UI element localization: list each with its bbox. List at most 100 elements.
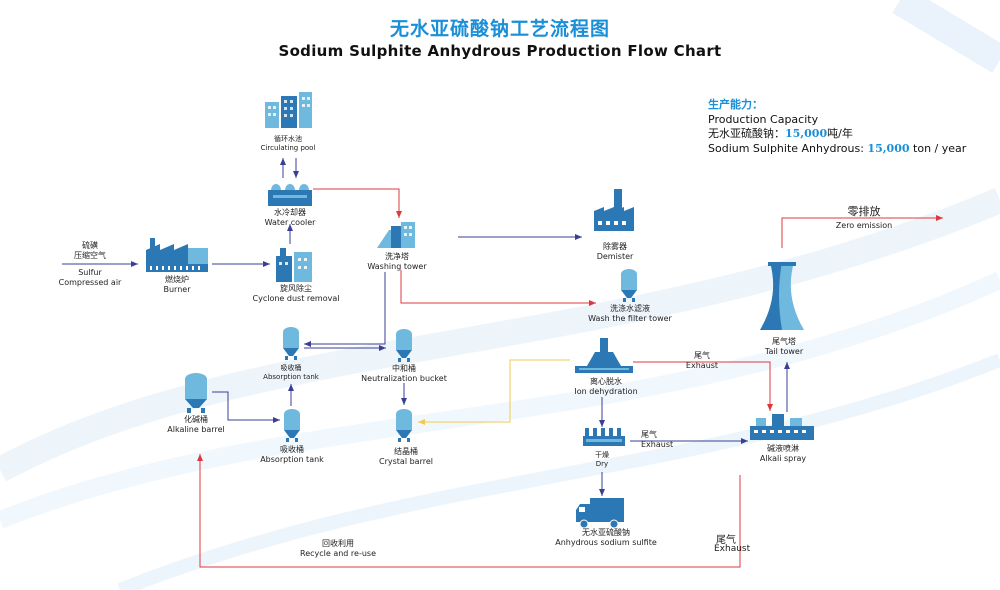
arrow-recycle bbox=[197, 454, 741, 568]
capacity-line-cn: 无水亚硫酸钠：15,000吨/年 bbox=[708, 127, 966, 142]
zero-emission-en: Zero emission bbox=[835, 221, 893, 230]
capacity-en-unit: ton / year bbox=[909, 141, 967, 155]
water-cooler-cn: 水冷却器 bbox=[274, 208, 306, 217]
exhaust-label-2: 尾气 Exhaust bbox=[641, 430, 673, 450]
circ-pool-en: Circulating pool bbox=[260, 144, 316, 152]
dryer-icon bbox=[583, 428, 625, 446]
tank-icon bbox=[396, 329, 412, 362]
node-filter-tower: 洗涤水滤液 Wash the filter tower bbox=[588, 304, 672, 324]
exhaust-2-cn: 尾气 bbox=[641, 430, 657, 439]
arrow-ion-alkali bbox=[633, 361, 773, 411]
node-circulating-pool: 循环水池 Circulating pool bbox=[261, 135, 316, 153]
absorb-2-en: Absorption tank bbox=[260, 455, 324, 464]
capacity-label-en: Production Capacity bbox=[708, 112, 819, 126]
page-title-cn: 无水亚硫酸钠工艺流程图 bbox=[389, 18, 610, 40]
burner-cn: 燃烧炉 bbox=[165, 275, 189, 284]
tank-icon bbox=[396, 409, 412, 442]
alkali-spray-cn: 碱液喷淋 bbox=[767, 444, 799, 453]
arrow-washing-absorb bbox=[304, 272, 386, 347]
exhaust-1-en: Exhaust bbox=[685, 361, 719, 370]
arrow-ion-crystal bbox=[418, 359, 570, 425]
node-demister: 除雾器 Demister bbox=[597, 242, 634, 262]
exhaust-3-en: Exhaust bbox=[714, 544, 751, 554]
dry-en: Dry bbox=[595, 460, 609, 468]
arrow-alkaline-absorb bbox=[212, 391, 280, 423]
capacity-en-value: 15,000 bbox=[867, 141, 910, 155]
tank-icon bbox=[185, 373, 207, 413]
node-dry: 干燥 Dry bbox=[595, 451, 609, 469]
node-burner: 燃烧炉 Burner bbox=[164, 275, 191, 295]
washing-tower-cn: 洗净塔 bbox=[385, 252, 409, 261]
node-absorption-tank-1: 吸收桶 Absorption tank bbox=[263, 364, 319, 382]
tail-tower-en: Tail tower bbox=[764, 347, 804, 356]
capacity-en-prefix: Sodium Sulphite Anhydrous: bbox=[708, 141, 868, 155]
exhaust-label-1: 尾气 Exhaust bbox=[686, 351, 718, 371]
exhaust-2-en: Exhaust bbox=[641, 440, 674, 449]
node-tail-tower: 尾气塔 Tail tower bbox=[765, 337, 803, 357]
node-washing-tower: 洗净塔 Washing tower bbox=[367, 252, 426, 272]
absorb-1-cn: 吸收桶 bbox=[280, 364, 302, 372]
capacity-cn-unit: 吨/年 bbox=[827, 127, 853, 140]
node-crystal-barrel: 结晶桶 Crystal barrel bbox=[379, 447, 433, 467]
cyclone-cn: 旋风除尘 bbox=[279, 284, 312, 293]
input-sulfur-cn: 硫磺 bbox=[82, 241, 98, 250]
input-sulfur-en: Sulfur bbox=[78, 268, 102, 277]
alkali-spray-en: Alkali spray bbox=[759, 454, 807, 463]
circ-pool-cn: 循环水池 bbox=[273, 135, 302, 143]
zero-emission-cn: 零排放 bbox=[847, 205, 881, 218]
crystal-cn: 结晶桶 bbox=[394, 447, 418, 456]
burner-en: Burner bbox=[163, 285, 191, 294]
capacity-cn-prefix: 无水亚硫酸钠： bbox=[708, 127, 785, 140]
capacity-block: 生产能力： Production Capacity 无水亚硫酸钠：15,000吨… bbox=[708, 98, 966, 156]
tail-tower-cn: 尾气塔 bbox=[772, 337, 796, 346]
tank-icon bbox=[283, 327, 299, 360]
recycle-label: 回收利用 Recycle and re-use bbox=[300, 539, 376, 559]
recycle-en: Recycle and re-use bbox=[299, 549, 377, 558]
capacity-cn-value: 15,000 bbox=[785, 127, 828, 140]
dry-cn: 干燥 bbox=[595, 451, 609, 459]
cyclone-icon bbox=[276, 248, 312, 282]
input-label-cn: 硫磺 压缩空气 bbox=[74, 241, 106, 261]
node-neutralization-bucket: 中和桶 Neutralization bucket bbox=[361, 364, 447, 384]
capacity-heading: 生产能力： bbox=[708, 98, 763, 111]
input-air-en: Compressed air bbox=[58, 278, 122, 287]
node-product: 无水亚硫酸钠 Anhydrous sodium sulfite bbox=[555, 528, 657, 548]
crystal-en: Crystal barrel bbox=[379, 457, 433, 466]
node-alkali-spray: 碱液喷淋 Alkali spray bbox=[760, 444, 806, 464]
cooler-icon bbox=[268, 184, 312, 206]
filter-tower-en: Wash the filter tower bbox=[588, 314, 672, 323]
cyclone-en: Cyclone dust removal bbox=[252, 294, 340, 303]
recycle-cn: 回收利用 bbox=[321, 539, 354, 548]
ion-dehyd-cn: 离心脱水 bbox=[589, 377, 622, 386]
alkaline-en: Alkaline barrel bbox=[167, 425, 225, 434]
washing-tower-en: Washing tower bbox=[367, 262, 427, 271]
demister-cn: 除雾器 bbox=[603, 242, 627, 251]
neutral-en: Neutralization bucket bbox=[361, 374, 447, 383]
filter-tower-cn: 洗涤水滤液 bbox=[609, 304, 650, 313]
building-icon bbox=[265, 92, 312, 128]
demister-icon bbox=[594, 189, 634, 231]
product-en: Anhydrous sodium sulfite bbox=[555, 538, 657, 547]
truck-icon bbox=[576, 498, 624, 529]
exhaust-1-cn: 尾气 bbox=[693, 351, 710, 360]
exhaust-3-cn: 尾气 bbox=[716, 535, 736, 546]
water-cooler-en: Water cooler bbox=[264, 218, 316, 227]
capacity-line-en: Sodium Sulphite Anhydrous: 15,000 ton / … bbox=[708, 142, 966, 157]
node-water-cooler: 水冷却器 Water cooler bbox=[265, 208, 316, 228]
product-cn: 无水亚硫酸钠 bbox=[581, 528, 630, 537]
arrow-cooler-washing bbox=[313, 188, 402, 218]
page-title-en: Sodium Sulphite Anhydrous Production Flo… bbox=[278, 42, 722, 60]
alkaline-cn: 化碱桶 bbox=[184, 415, 208, 424]
washing-tower-icon bbox=[377, 222, 415, 248]
tank-icon bbox=[621, 269, 637, 302]
arrow-washing-filter bbox=[400, 270, 596, 306]
input-air-cn: 压缩空气 bbox=[74, 251, 106, 260]
neutral-cn: 中和桶 bbox=[391, 364, 416, 373]
tank-icon bbox=[284, 409, 300, 442]
ion-dehyd-en: Ion dehydration bbox=[574, 387, 638, 396]
cooling-tower-icon bbox=[760, 262, 804, 330]
node-ion-dehydration: 离心脱水 Ion dehydration bbox=[574, 377, 637, 397]
input-label-en: Sulfur Compressed air bbox=[59, 268, 122, 288]
